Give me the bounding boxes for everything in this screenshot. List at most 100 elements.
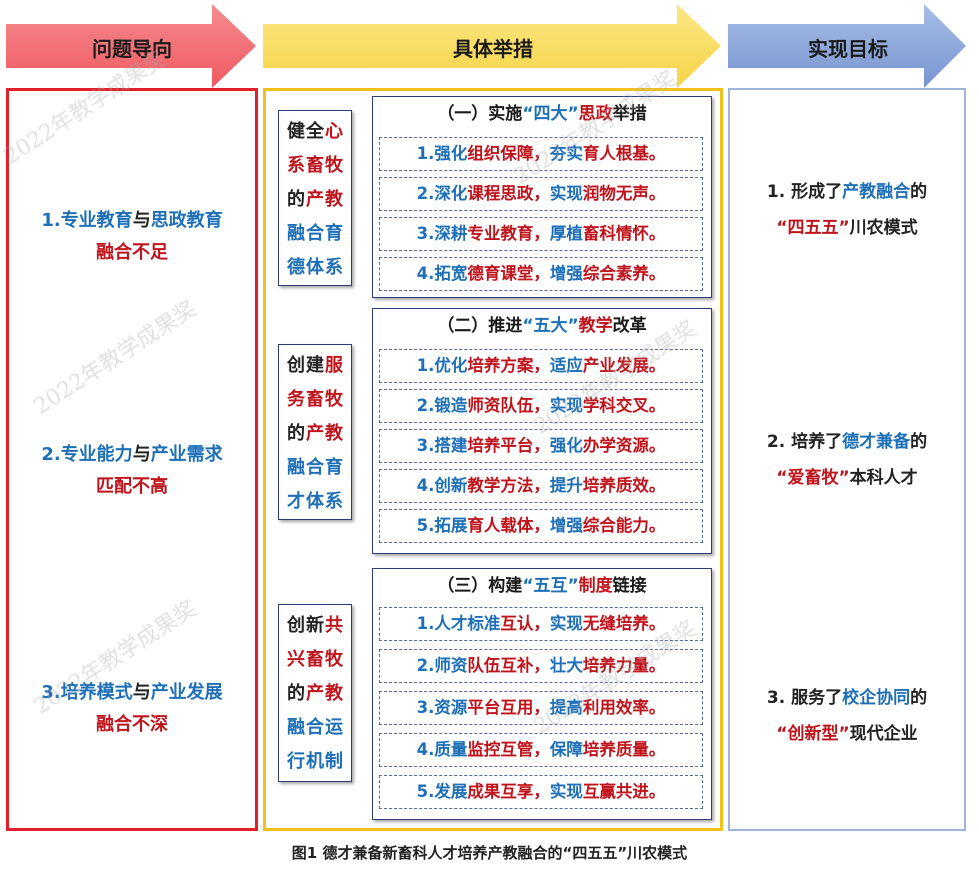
figure-caption: 图1 德才兼备新畜科人才培养产教融合的“四五五”川农模式 — [291, 844, 688, 862]
system-text: 创建 — [287, 355, 325, 376]
item-object: 培养质效。 — [582, 476, 666, 495]
goals-column: 1. 形成了产教融合的 “四五五”川农模式 2. 培养了德才兼备的 “爱畜牧”本… — [728, 88, 966, 831]
measures-column — [263, 88, 723, 831]
problem-number: 2. — [41, 444, 61, 465]
item-number: 4. — [416, 740, 435, 759]
measure-item: 5.拓展育人载体，增强综合能力。 — [379, 509, 703, 543]
problem-item-3: 3.培养模式与产业发展 融合不深 — [9, 677, 255, 741]
system-text-red: 产教 — [306, 423, 344, 444]
header-measures-label: 具体举措 — [453, 37, 533, 61]
item-object: 组织保障， — [467, 144, 550, 163]
header-goals-label: 实现目标 — [808, 37, 888, 61]
group-title-suffix: 举措 — [612, 104, 647, 124]
item-verb: 保障 — [549, 740, 583, 759]
system-text-red: 产教 — [306, 683, 344, 704]
goal-object: 本科人才 — [849, 468, 918, 488]
item-object: 育人根基。 — [582, 144, 666, 163]
problem-term-a: 培养模式 — [60, 682, 133, 703]
measure-item: 2.锻造师资队伍，实现学科交叉。 — [379, 389, 703, 423]
item-number: 2. — [416, 396, 435, 415]
goal-particle: 的 — [910, 432, 928, 452]
item-object: 育人载体， — [467, 516, 550, 535]
item-verb: 实现 — [549, 396, 583, 415]
system-text-blue: 行机制 — [287, 751, 344, 772]
item-number: 4. — [416, 476, 435, 495]
item-object: 师资队伍， — [467, 396, 550, 415]
measure-item: 1.人才标准互认，实现无缝培养。 — [379, 607, 703, 641]
item-verb: 质量 — [434, 740, 468, 759]
group-title-keyword: 制度 — [578, 576, 613, 596]
group-title-suffix: 链接 — [612, 576, 647, 596]
item-verb: 强化 — [434, 144, 468, 163]
group-title-prefix: （二）推进 — [437, 316, 523, 336]
goal-item-1: 1. 形成了产教融合的 “四五五”川农模式 — [730, 174, 964, 246]
item-verb: 提高 — [549, 698, 583, 717]
problem-connector: 与 — [132, 210, 151, 231]
item-number: 1. — [416, 614, 435, 633]
item-object: 产业发展。 — [582, 356, 666, 375]
measure-group-3: （三）构建“五互”制度链接 1.人才标准互认，实现无缝培养。 2.师资队伍互补，… — [372, 568, 712, 820]
item-verb: 搭建 — [434, 436, 468, 455]
measure-item: 1.优化培养方案，适应产业发展。 — [379, 349, 703, 383]
measure-group-2: （二）推进“五大”教学改革 1.优化培养方案，适应产业发展。 2.锻造师资队伍，… — [372, 308, 712, 554]
measure-item: 2.师资队伍互补，壮大培养力量。 — [379, 649, 703, 683]
item-object: 监控互管， — [467, 740, 550, 759]
group-title: （三）构建“五互”制度链接 — [373, 571, 711, 596]
system-text-red: 务畜牧 — [287, 389, 344, 410]
item-object: 培养方案， — [467, 356, 550, 375]
goal-prefix: 2. 培养了 — [766, 432, 843, 452]
item-object: 互赢共进。 — [582, 782, 666, 801]
problem-issue: 融合不深 — [96, 714, 168, 735]
item-object: 成果互享， — [467, 782, 550, 801]
header-problem-label: 问题导向 — [92, 37, 172, 61]
item-object: 学科交叉。 — [582, 396, 666, 415]
system-text-blue: 才体系 — [287, 491, 344, 512]
system-text-red: 兴畜牧 — [287, 649, 344, 670]
system-text-red: 心 — [325, 121, 344, 142]
item-verb: 实现 — [549, 782, 583, 801]
problem-number: 1. — [41, 210, 61, 231]
goal-keyword: 校企协同 — [842, 688, 911, 708]
arrow-shape-icon — [6, 4, 256, 88]
goal-tag: “四五五” — [776, 218, 850, 238]
item-number: 1. — [416, 144, 435, 163]
item-verb: 优化 — [434, 356, 468, 375]
system-text: 健全 — [287, 121, 325, 142]
problem-term-a: 专业教育 — [60, 210, 133, 231]
problem-number: 3. — [41, 682, 61, 703]
item-number: 3. — [416, 224, 435, 243]
item-object: 教学方法， — [467, 476, 550, 495]
system-text: 的 — [287, 423, 306, 444]
problem-term-b: 产业需求 — [150, 444, 223, 465]
item-object: 培养质量。 — [582, 740, 666, 759]
item-verb: 厚植 — [549, 224, 583, 243]
group-title-suffix: 改革 — [612, 316, 647, 336]
problem-term-b: 产业发展 — [150, 682, 223, 703]
system-text-red: 产教 — [306, 189, 344, 210]
item-number: 3. — [416, 698, 435, 717]
group-title: （一）实施“四大”思政举措 — [373, 99, 711, 124]
goal-object: 川农模式 — [849, 218, 918, 238]
item-object: 润物无声。 — [582, 184, 666, 203]
item-number: 2. — [416, 184, 435, 203]
system-box-3: 创新共 兴畜牧 的产教 融合运 行机制 — [278, 604, 352, 782]
item-verb: 人才标准 — [434, 614, 501, 633]
system-text: 的 — [287, 683, 306, 704]
goal-item-2: 2. 培养了德才兼备的 “爱畜牧”本科人才 — [730, 424, 964, 496]
problem-item-2: 2.专业能力与产业需求 匹配不高 — [9, 439, 255, 503]
problem-issue: 融合不足 — [96, 242, 168, 263]
goal-particle: 的 — [910, 182, 928, 202]
group-title-keyword: 思政 — [578, 104, 613, 124]
goal-object: 现代企业 — [849, 724, 918, 744]
item-object: 畜科情怀。 — [582, 224, 666, 243]
measure-group-1: （一）实施“四大”思政举措 1.强化组织保障，夯实育人根基。 2.深化课程思政，… — [372, 96, 712, 298]
item-verb: 拓展 — [434, 516, 468, 535]
item-verb: 锻造 — [434, 396, 468, 415]
item-verb: 创新 — [434, 476, 468, 495]
item-number: 5. — [416, 516, 435, 535]
item-verb: 提升 — [549, 476, 583, 495]
group-title-tag: “四大” — [522, 104, 579, 124]
problem-term-b: 思政教育 — [150, 210, 223, 231]
goal-tag: “爱畜牧” — [776, 468, 850, 488]
system-box-1: 健全心 系畜牧 的产教 融合育 德体系 — [278, 110, 352, 286]
